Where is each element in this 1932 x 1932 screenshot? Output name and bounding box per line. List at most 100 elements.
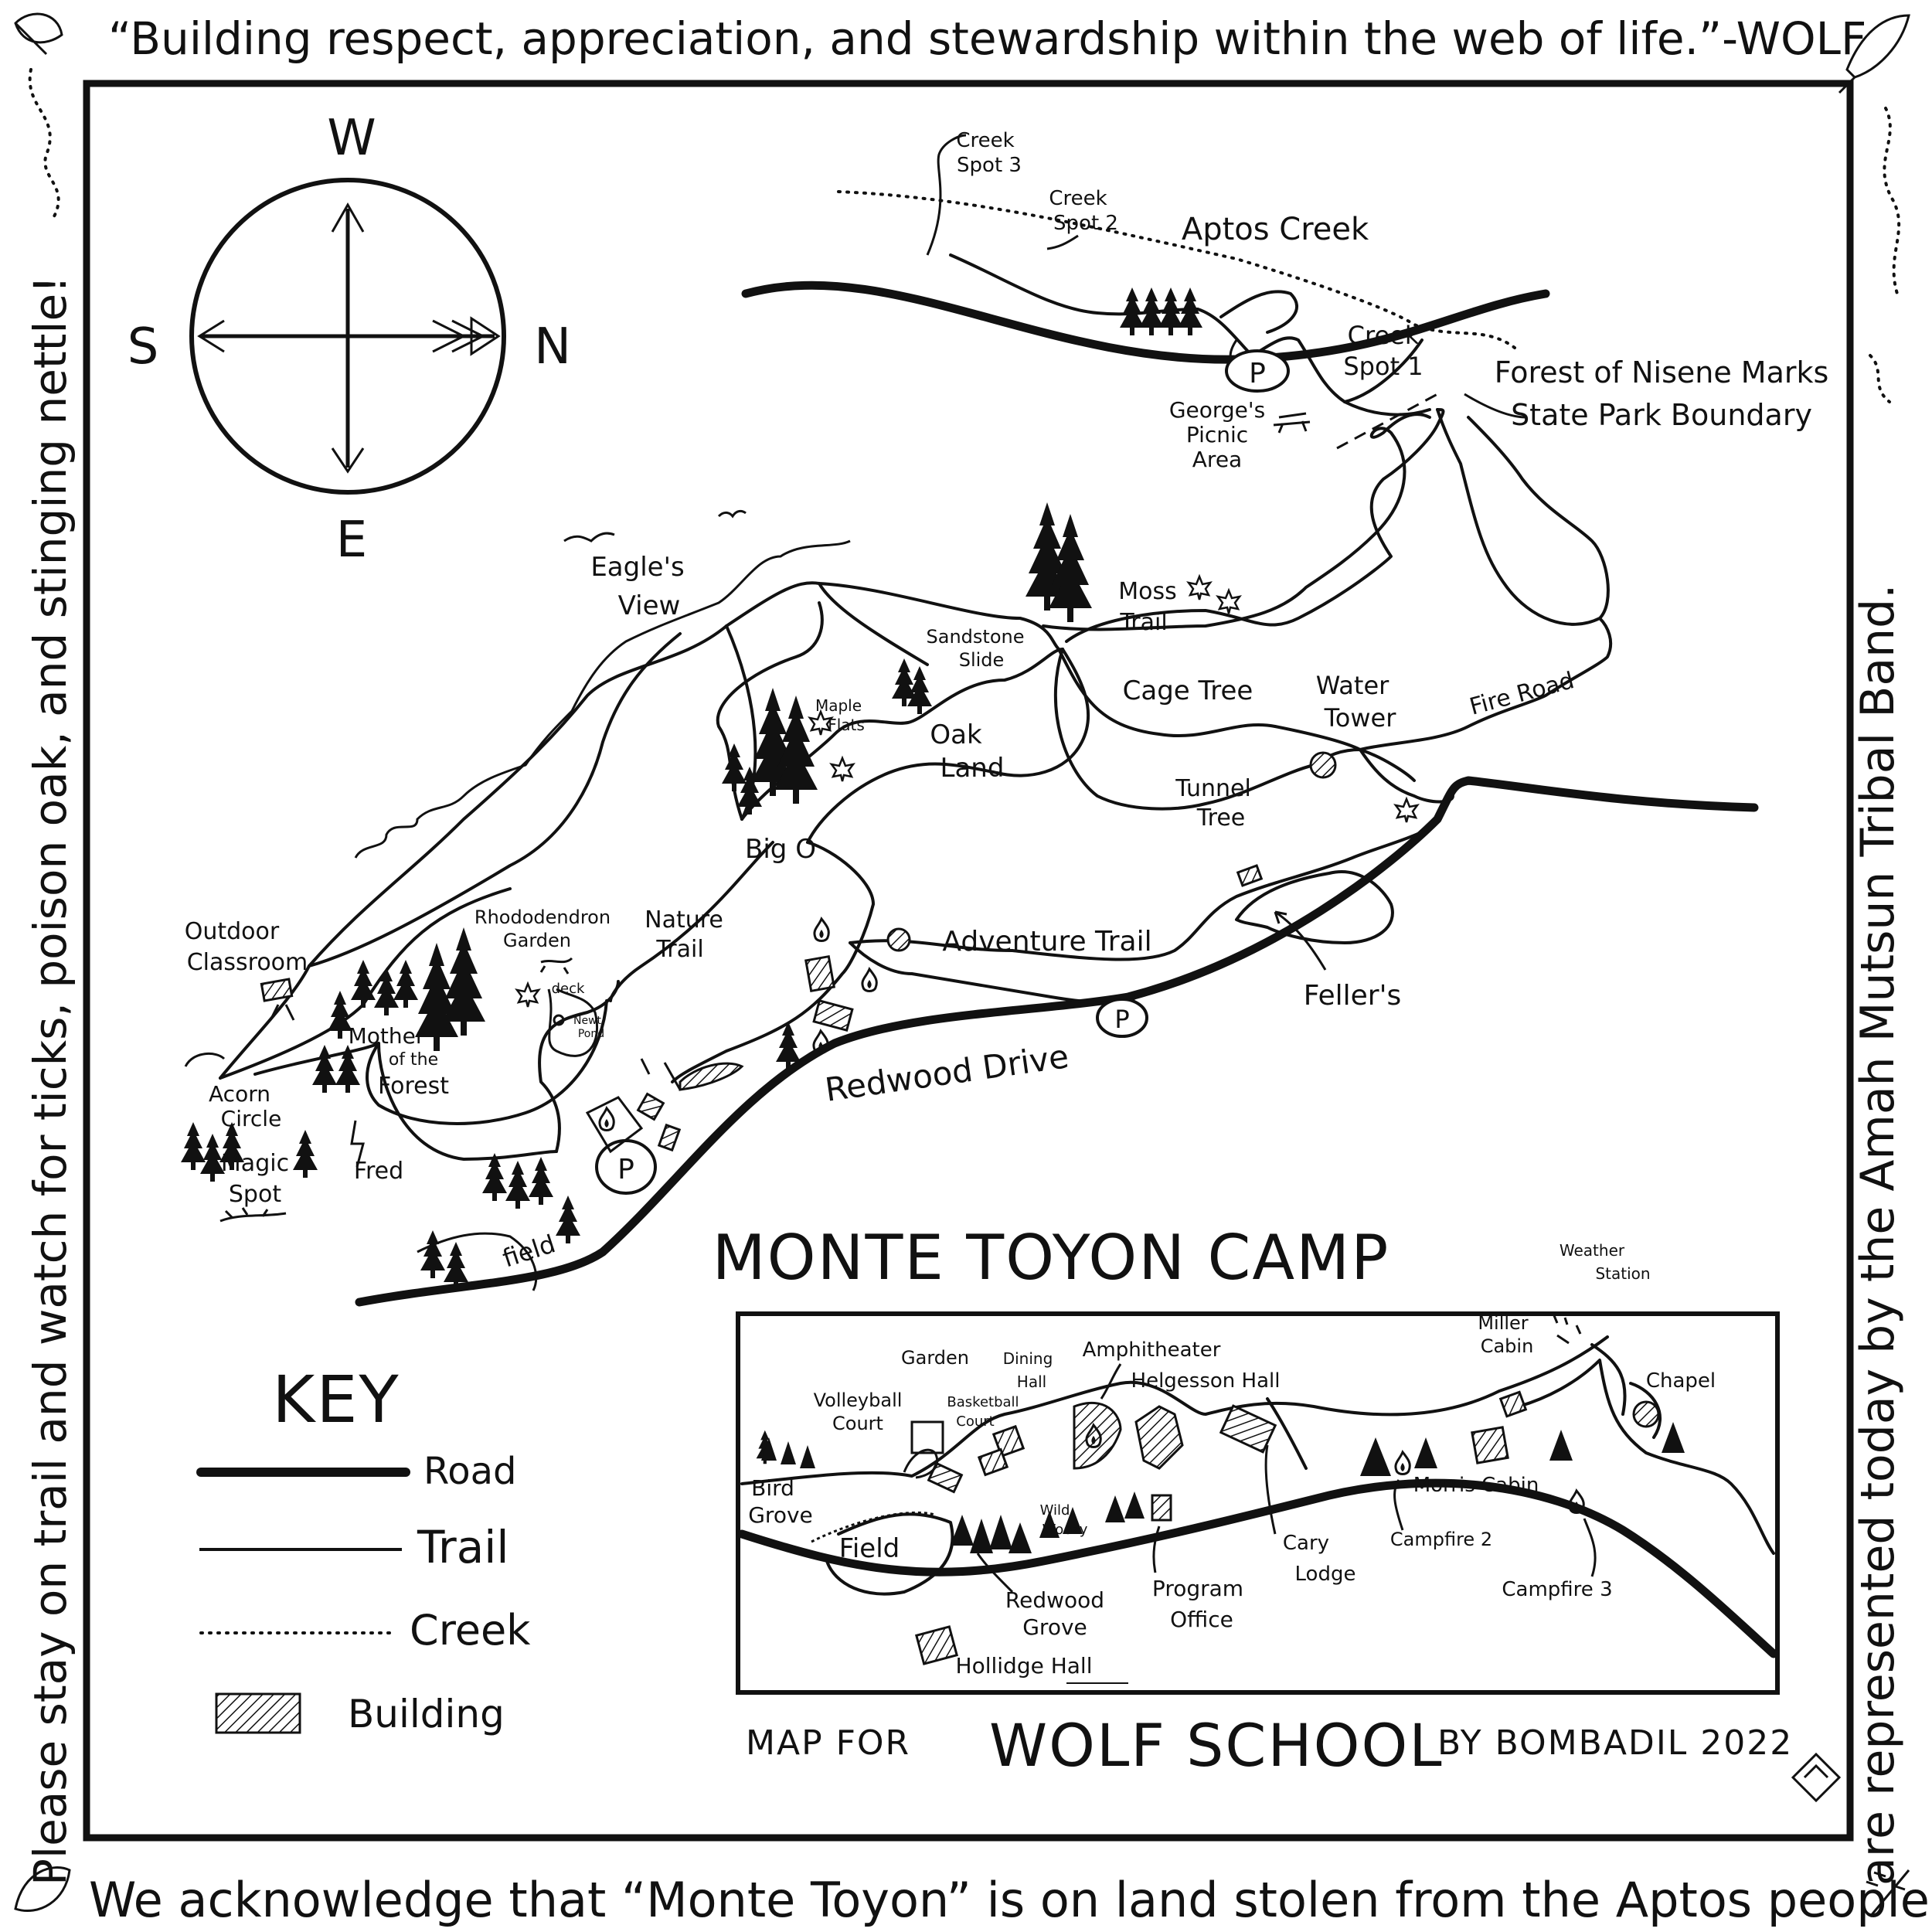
svg-text:Pond: Pond xyxy=(578,1028,604,1040)
decorative-dots xyxy=(28,68,60,218)
credit-suffix: BY BOMBADIL 2022 xyxy=(1437,1723,1793,1763)
upper-road xyxy=(741,281,1550,364)
label-sandstone-slide: Sandstone xyxy=(927,626,1025,648)
label-oak-land: Oak xyxy=(930,719,982,750)
leaf-corner-icon xyxy=(14,12,1910,1917)
svg-text:Spot 2: Spot 2 xyxy=(1053,212,1118,235)
key-trail-label: Trail xyxy=(417,1521,509,1573)
label-redwood-drive: Redwood Drive xyxy=(823,1037,1071,1109)
svg-text:Circle: Circle xyxy=(221,1106,282,1131)
label-cage-tree: Cage Tree xyxy=(1123,675,1253,706)
inset-labels: Weather Station Miller Cabin Chapel Amph… xyxy=(748,1241,1716,1684)
label-magic-spot: Magic xyxy=(221,1150,289,1177)
label-program-office: Program xyxy=(1152,1576,1243,1601)
svg-text:Court: Court xyxy=(832,1413,883,1434)
label-bird-grove: Bird xyxy=(751,1475,794,1501)
label-acorn-circle: Acorn xyxy=(209,1081,270,1107)
label-weather-station: Weather xyxy=(1560,1241,1625,1260)
svg-text:Trail: Trail xyxy=(655,936,703,963)
svg-text:Station: Station xyxy=(1595,1264,1650,1283)
label-water-tower: Water xyxy=(1316,671,1389,700)
ridge-shrubs-outline xyxy=(354,539,851,859)
svg-text:Grove: Grove xyxy=(748,1502,813,1528)
svg-text:Picnic: Picnic xyxy=(1186,422,1248,447)
label-campfire-3: Campfire 3 xyxy=(1502,1578,1612,1601)
inset-title: MONTE TOYON CAMP xyxy=(713,1222,1390,1294)
key-road-label: Road xyxy=(423,1450,516,1493)
park-boundary-line xyxy=(1336,393,1438,450)
label-field-inset: Field xyxy=(839,1533,900,1564)
svg-text:Lodge: Lodge xyxy=(1295,1563,1356,1586)
redwood-drive-road xyxy=(355,776,1759,1307)
label-cary-lodge: Cary xyxy=(1283,1532,1329,1555)
svg-text:Woozy: Woozy xyxy=(1043,1522,1088,1538)
label-newt-pond: Newt xyxy=(573,1015,602,1027)
label-outdoor-classroom: Outdoor xyxy=(185,918,280,945)
map-credit: MAP FOR WOLF SCHOOL BY BOMBADIL 2022 xyxy=(746,1711,1793,1780)
inset-camp-map xyxy=(737,1313,1778,1665)
label-eagles-view: Eagle's xyxy=(590,552,684,583)
credit-prefix: MAP FOR xyxy=(746,1723,910,1763)
credit-school: WOLF SCHOOL xyxy=(989,1711,1444,1780)
svg-text:P: P xyxy=(1114,1005,1129,1034)
top-quote: “Building respect, appreciation, and ste… xyxy=(108,12,1866,65)
salamander-icon xyxy=(539,957,573,975)
svg-text:Garden: Garden xyxy=(503,930,571,951)
label-redwood-grove: Redwood xyxy=(1005,1587,1104,1613)
trail-network xyxy=(219,134,1613,1161)
label-amphitheater: Amphitheater xyxy=(1083,1338,1221,1362)
right-acknowledgement: are represented today by the Amah Mutsun… xyxy=(1851,584,1905,1886)
svg-text:Land: Land xyxy=(940,753,1005,784)
boundary-pointer xyxy=(1464,393,1527,419)
left-safety-note: Please stay on trail and watch for ticks… xyxy=(24,276,77,1886)
label-aptos-creek: Aptos Creek xyxy=(1182,212,1369,247)
svg-text:Cabin: Cabin xyxy=(1481,1335,1534,1357)
label-fred: Fred xyxy=(354,1158,403,1185)
compass-west: W xyxy=(327,110,376,167)
bird-icon xyxy=(717,509,747,519)
decorative-dots xyxy=(1883,107,1901,295)
svg-text:P: P xyxy=(617,1154,634,1185)
key-creek-label: Creek xyxy=(410,1606,531,1655)
label-mother-of-the-forest: Mother xyxy=(349,1023,425,1049)
compass-south: S xyxy=(128,318,159,376)
shrub-outline xyxy=(184,1052,226,1067)
svg-text:Tower: Tower xyxy=(1324,703,1397,733)
label-moss-trail: Moss xyxy=(1118,578,1177,605)
label-nature-trail: Nature xyxy=(645,906,723,934)
label-park-boundary: Forest of Nisene Marks xyxy=(1495,355,1829,389)
svg-text:Office: Office xyxy=(1170,1607,1233,1632)
fern-icon xyxy=(219,1207,287,1223)
label-hollidge-hall: Hollidge Hall xyxy=(956,1653,1093,1679)
label-chapel: Chapel xyxy=(1646,1369,1716,1393)
label-creek-spot-2: Creek xyxy=(1049,187,1107,210)
map-frame xyxy=(83,80,1854,1842)
key-building-label: Building xyxy=(348,1692,505,1736)
compass-east: E xyxy=(336,512,367,569)
label-rhododendron-garden: Rhododendron xyxy=(474,906,611,928)
key-building-swatch xyxy=(215,1692,301,1734)
label-morris-cabin: Morris Cabin xyxy=(1413,1474,1539,1497)
svg-text:View: View xyxy=(618,590,681,621)
parking-george: P xyxy=(1225,349,1290,393)
parking-field: P xyxy=(595,1139,657,1195)
svg-text:Flats: Flats xyxy=(828,716,865,734)
picnic-table-icon xyxy=(1273,412,1311,434)
label-miller-cabin: Miller xyxy=(1478,1312,1528,1334)
main-map-labels: Creek Spot 3 Creek Spot 2 Aptos Creek Cr… xyxy=(185,129,1829,1291)
map-key: KEY Road Trail Creek Building xyxy=(196,1362,531,1736)
compass-north: N xyxy=(534,318,571,376)
label-basketball-court: Basketball xyxy=(947,1394,1019,1410)
key-title: KEY xyxy=(272,1362,400,1437)
label-tunnel-tree: Tunnel xyxy=(1175,775,1251,802)
decorative-dots xyxy=(1869,354,1891,403)
label-helgesson-hall: Helgesson Hall xyxy=(1131,1369,1281,1393)
aptos-creek-line xyxy=(837,190,1516,349)
label-volleyball-court: Volleyball xyxy=(814,1389,903,1411)
svg-text:Spot 1: Spot 1 xyxy=(1343,352,1423,381)
label-fire-road: Fire Road xyxy=(1467,667,1577,721)
tree-cluster-icons xyxy=(181,287,1202,1290)
label-georges-picnic-area: George's xyxy=(1169,397,1265,423)
bottom-acknowledgement: We acknowledge that “Monte Toyon” is on … xyxy=(89,1872,1932,1928)
